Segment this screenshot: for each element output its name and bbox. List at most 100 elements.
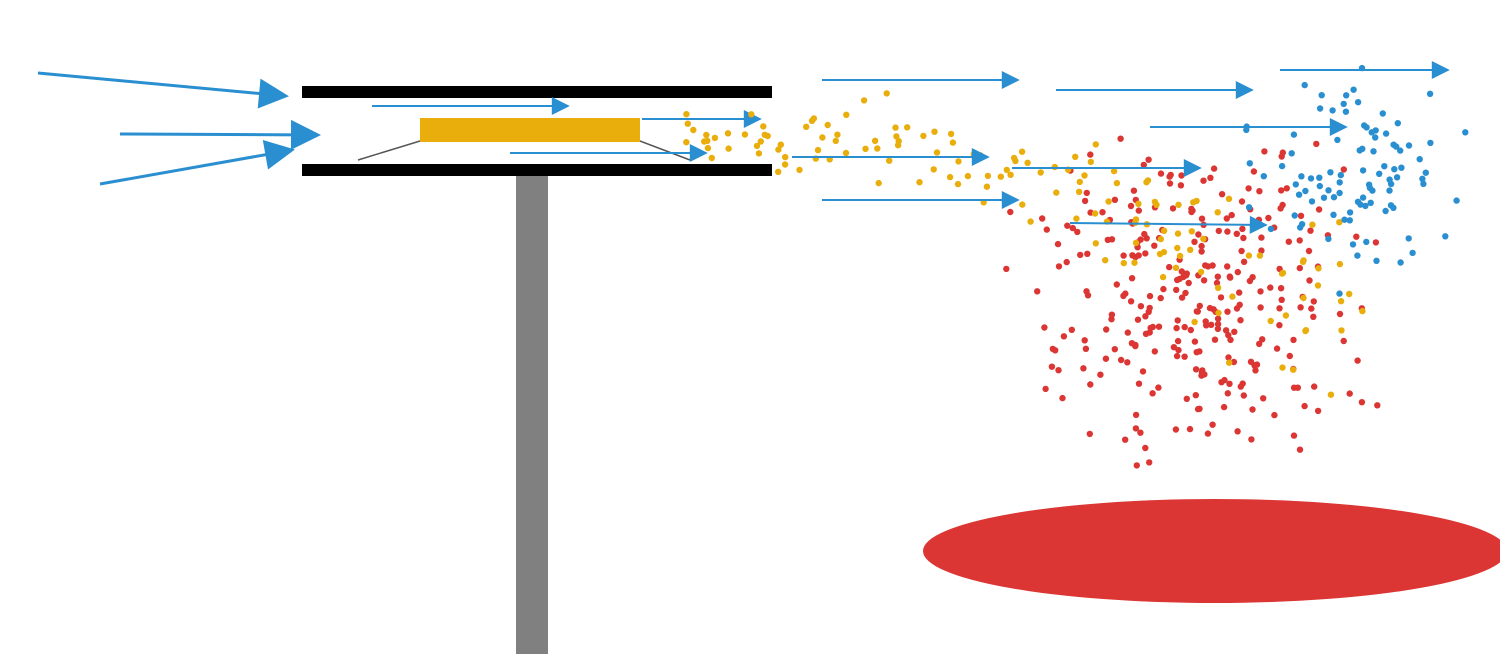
sample-particle [1336, 219, 1343, 226]
ground-particle [1258, 247, 1265, 254]
sample-particle [1245, 252, 1253, 259]
sample-particle [1174, 230, 1182, 237]
ground-particle [1238, 247, 1245, 255]
ground-particle [1140, 161, 1148, 169]
ground-particle [1182, 272, 1190, 279]
ground-particle [1198, 242, 1205, 250]
ground-particle [1276, 322, 1283, 329]
ground-particle [1194, 405, 1202, 413]
ground-particle [1224, 308, 1231, 315]
ground-particle [1132, 411, 1140, 419]
ground-particle [1286, 352, 1294, 360]
sample-particle [1007, 171, 1014, 178]
sample-particle [741, 131, 749, 138]
sample-particle [1092, 240, 1100, 247]
sample-particle [1229, 293, 1236, 300]
ground-particle [1214, 315, 1222, 322]
ground-particle [1042, 385, 1049, 393]
air-particle [1397, 147, 1404, 154]
ground-particle [1313, 140, 1320, 148]
ground-particle [1372, 239, 1380, 246]
plume-arrow-8 [1069, 215, 1268, 234]
air-particle [1372, 134, 1379, 141]
air-particle [1397, 259, 1404, 266]
ground-particle [1236, 289, 1243, 296]
ground-particle [1063, 258, 1070, 266]
ground-particle [1169, 205, 1177, 212]
air-particle [1462, 129, 1469, 136]
inlet-airflow-arrows [37, 71, 321, 186]
inlet-arrow-bottom [99, 139, 295, 186]
ground-particle [1277, 205, 1284, 212]
sample-particle [883, 90, 890, 97]
sample-particle [1279, 269, 1287, 277]
ground-particle [1130, 187, 1138, 194]
air-particle [1382, 130, 1390, 137]
sample-particle [1081, 172, 1088, 179]
ground-particle-cloud [1003, 135, 1381, 469]
ground-particle [1230, 358, 1238, 366]
ground-particle [1186, 425, 1194, 433]
ground-particle [1043, 226, 1051, 233]
ground-particle [1113, 281, 1121, 288]
ground-particle [1301, 402, 1308, 410]
sample-particle [1172, 264, 1180, 271]
ground-particle [1135, 207, 1143, 214]
ground-particle [1083, 288, 1090, 295]
ground-particle [1174, 317, 1181, 324]
ground-particle [1193, 308, 1201, 315]
sample-particle [933, 149, 941, 156]
ground-particle [1145, 308, 1152, 315]
air-particle [1363, 238, 1370, 246]
air-particle [1318, 92, 1325, 99]
air-particle [1316, 182, 1324, 190]
air-particle [1307, 175, 1315, 182]
sample-particle [1302, 327, 1309, 335]
air-particle [1359, 194, 1367, 201]
air-particle [1422, 169, 1430, 176]
sample-particle [1200, 235, 1207, 243]
ground-particle [1271, 411, 1278, 419]
sample-particle [1105, 198, 1112, 205]
sample-particle [1226, 359, 1233, 366]
ground-particle [1297, 212, 1305, 219]
sample-particle [708, 154, 715, 162]
ground-particle [1064, 222, 1071, 229]
ground-particle [1097, 371, 1104, 378]
sample-particle [886, 157, 893, 164]
ground-particle [1215, 227, 1223, 235]
ground-particle [1223, 215, 1231, 222]
ground-particle [1155, 323, 1163, 330]
ground-particle [1238, 198, 1246, 205]
ground-particle [1296, 237, 1303, 244]
sample-particle [757, 138, 764, 145]
ground-particle [1145, 156, 1152, 163]
sample-particle [875, 179, 882, 187]
ground-particle [1259, 336, 1266, 343]
sample-particle [1151, 198, 1159, 206]
sample-particle [803, 123, 810, 130]
ground-particle [1218, 379, 1225, 386]
air-particle [1288, 150, 1295, 157]
sample-particle [862, 145, 869, 152]
sample-particle [1176, 252, 1184, 260]
ground-particle [1166, 263, 1173, 271]
ground-particle [1178, 294, 1186, 301]
sample-particle [1019, 201, 1026, 208]
air-particle [1370, 148, 1377, 155]
ground-particle [1157, 294, 1164, 302]
sample-particle [843, 111, 850, 119]
ground-particle [1052, 347, 1059, 354]
sample-particle [1110, 167, 1118, 175]
sample-particle [810, 115, 818, 122]
air-particle [1316, 105, 1324, 112]
air-particle [1292, 181, 1300, 188]
ground-particle [1111, 196, 1119, 203]
ground-particle [1117, 356, 1125, 364]
ground-particle [1226, 273, 1234, 280]
sample-particle [1024, 159, 1031, 166]
ground-particle [1122, 436, 1129, 443]
sample-holder-connector [357, 140, 691, 161]
ground-particle [1234, 268, 1242, 276]
ground-particle [1255, 216, 1263, 223]
